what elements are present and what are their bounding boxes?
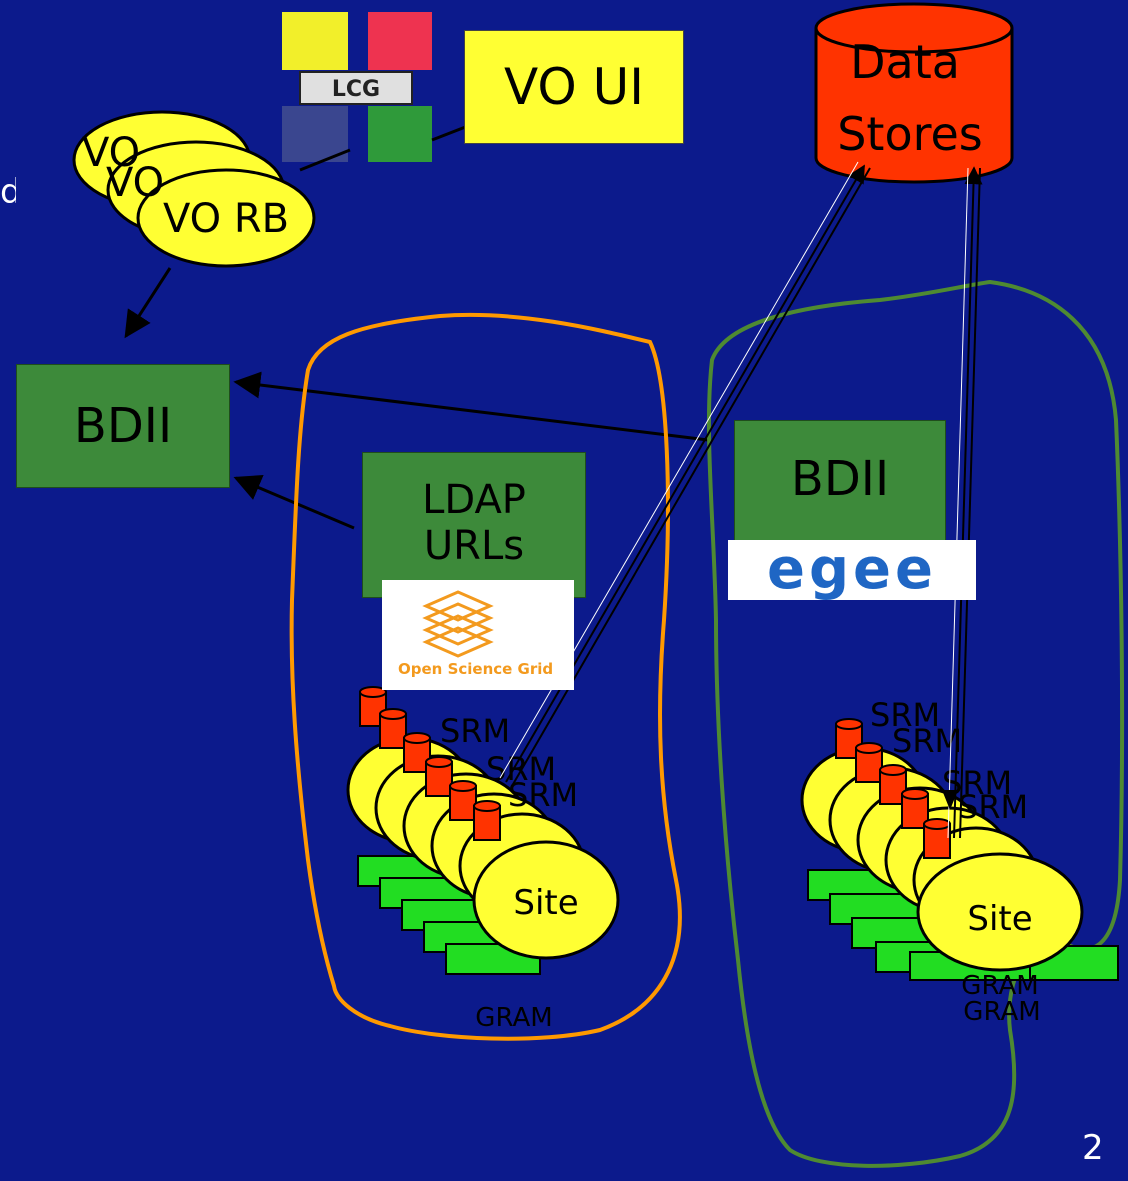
left-srm-label-3: SRM <box>508 776 578 814</box>
osg-boundary <box>289 312 682 1041</box>
ldap-urls-line2: URLs <box>423 523 525 569</box>
right-site-oval <box>916 852 1084 972</box>
vo-ui-label: VO UI <box>504 58 644 116</box>
bdii-left-label: BDII <box>73 398 173 454</box>
left-site-oval <box>472 840 620 960</box>
bdii-right-box: BDII <box>734 420 946 544</box>
egee-logo: egee <box>728 540 976 600</box>
ldap-urls-box: LDAP URLs <box>362 452 586 598</box>
left-srm-label-1: SRM <box>440 712 510 750</box>
bdii-right-label: BDII <box>790 451 890 507</box>
page-number: 2 <box>1082 1128 1104 1168</box>
side-text: d <box>0 172 16 212</box>
right-srm-label-1: SRM <box>870 696 940 734</box>
vo-rb-label-front: VO RB <box>163 196 289 242</box>
vo-rb-label-middle: VO <box>106 160 164 206</box>
left-srm-cylinders <box>359 686 501 841</box>
left-site-stack: SRM SRM SRM Site GRAM <box>346 686 620 1033</box>
right-srm-cylinders <box>835 718 951 859</box>
vo-rb-oval-front <box>136 168 316 268</box>
vo-rb-label-back: VO <box>82 130 140 176</box>
right-site-label: Site <box>967 899 1032 939</box>
left-site-label: Site <box>513 883 578 923</box>
osg-logo: Open Science Grid <box>382 580 574 690</box>
data-stores-cylinder: Data Stores <box>814 2 1014 184</box>
egee-logo-text: egee <box>766 537 938 602</box>
data-stores-line1: Data <box>850 35 960 89</box>
lcg-logo: LCG <box>282 12 432 162</box>
bdii-left-box: BDII <box>16 364 230 488</box>
lcg-logo-text: LCG <box>332 77 380 102</box>
data-stores-line2: Stores <box>837 107 983 161</box>
vo-ui-box: VO UI <box>464 30 684 144</box>
vo-rb-stack: VO VO VO RB <box>72 110 316 268</box>
right-srm-label-4: SRM <box>958 788 1028 826</box>
osg-logo-icon <box>422 590 494 658</box>
ldap-urls-line1: LDAP <box>422 477 526 523</box>
right-gram-label-2: GRAM <box>963 997 1040 1027</box>
left-gram-label: GRAM <box>475 1003 552 1033</box>
right-gram-label-1: GRAM <box>961 971 1038 1001</box>
egee-boundary <box>706 279 1125 1168</box>
right-site-stack: SRM SRM SRM SRM Site GRAM GRAM <box>800 696 1119 1027</box>
osg-logo-text: Open Science Grid <box>398 660 554 678</box>
